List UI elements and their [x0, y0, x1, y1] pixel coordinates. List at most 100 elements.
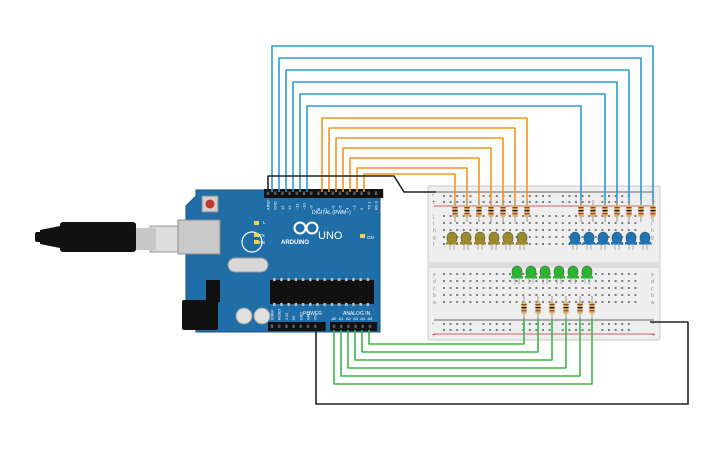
breadboard-hole: [502, 323, 505, 325]
breadboard-hole: [621, 195, 624, 197]
breadboard-hole: [462, 215, 465, 217]
resistor-band: [638, 213, 644, 215]
breadboard-hole: [581, 301, 584, 303]
breadboard-hole: [627, 323, 630, 325]
breadboard-hole: [456, 323, 459, 325]
breadboard-hole: [489, 329, 492, 331]
led-rim: [460, 242, 472, 245]
breadboard-hole: [568, 222, 571, 224]
breadboard-hole: [621, 294, 624, 296]
breadboard-hole: [588, 323, 591, 325]
chip-pin: [280, 303, 283, 306]
breadboard-hole: [476, 301, 478, 303]
breadboard-hole: [555, 280, 558, 282]
breadboard-hole: [489, 229, 492, 231]
power-pin-label: RESET: [278, 307, 282, 320]
digital-pin-label: ~9: [309, 205, 314, 210]
breadboard-hole: [495, 273, 498, 275]
breadboard-hole: [502, 287, 505, 289]
resistor-band: [476, 213, 482, 215]
breadboard-hole: [449, 329, 452, 331]
breadboard-hole: [548, 215, 551, 217]
breadboard-hole: [528, 195, 531, 197]
resistor-band: [602, 213, 608, 215]
orange-wire: [342, 147, 492, 205]
breadboard-hole: [601, 229, 604, 231]
row-letter: h: [433, 228, 436, 234]
breadboard-hole: [575, 301, 577, 303]
chip-pin: [294, 303, 298, 306]
row-letter: e: [433, 272, 436, 278]
breadboard-hole: [449, 201, 452, 203]
breadboard-hole: [495, 195, 498, 197]
breadboard-hole: [502, 229, 505, 231]
breadboard-hole: [535, 287, 538, 289]
digital-pin-socket: [367, 191, 371, 195]
breadboard-hole: [575, 215, 577, 217]
digital-pin-socket: [273, 191, 277, 195]
resistor-band: [602, 207, 608, 209]
breadboard-hole: [608, 222, 610, 224]
breadboard-hole: [489, 287, 492, 289]
breadboard-hole: [482, 229, 485, 231]
digital-pin-label: ~11: [294, 203, 299, 210]
breadboard-hole: [509, 323, 511, 325]
resistor-band: [578, 207, 584, 209]
breadboard-hole: [443, 215, 445, 217]
breadboard-hole: [482, 215, 485, 217]
breadboard-hole: [561, 201, 564, 203]
resistor-band: [521, 307, 527, 309]
chip-pin: [316, 278, 319, 281]
blue-wire: [285, 69, 630, 205]
chip-pin: [337, 303, 341, 306]
breadboard-hole: [482, 201, 485, 203]
breadboard-hole: [535, 280, 538, 282]
breadboard-hole: [608, 201, 610, 203]
breadboard-hole: [495, 222, 498, 224]
breadboard-hole: [542, 294, 544, 296]
breadboard-hole: [621, 229, 624, 231]
breadboard-hole: [489, 323, 492, 325]
resistor-band: [626, 210, 632, 212]
digital-pin-socket: [302, 191, 306, 195]
resistor-band: [524, 210, 530, 212]
power-pin-socket: [285, 324, 288, 328]
breadboard-hole: [509, 222, 511, 224]
digital-pin-socket: [374, 191, 378, 195]
breadboard-hole: [462, 280, 465, 282]
breadboard-hole: [575, 287, 577, 289]
power-pin-label: IOREF: [271, 309, 275, 320]
breadboard-hole: [588, 201, 591, 203]
rail-sign: -: [432, 321, 434, 327]
breadboard-hole: [548, 287, 551, 289]
breadboard-hole: [542, 195, 544, 197]
breadboard-hole: [627, 273, 630, 275]
resistor-band: [626, 213, 632, 215]
breadboard-hole: [509, 229, 511, 231]
led-rim: [583, 242, 595, 245]
resistor-band: [452, 213, 458, 215]
breadboard-hole: [614, 287, 617, 289]
breadboard-hole: [522, 215, 525, 217]
digital-pin-socket: [288, 191, 291, 195]
breadboard-hole: [528, 301, 531, 303]
breadboard-hole: [555, 243, 558, 245]
led-rim: [525, 276, 537, 279]
digital-pin-socket: [331, 191, 335, 195]
digital-pin-label: ~5: [338, 205, 343, 210]
breadboard-hole: [555, 294, 558, 296]
resistor-band: [638, 207, 644, 209]
breadboard-hole: [594, 273, 597, 275]
breadboard-hole: [449, 222, 452, 224]
led-rim: [502, 242, 514, 245]
breadboard-hole: [456, 195, 459, 197]
chip-pin: [323, 303, 326, 306]
breadboard-hole: [575, 294, 577, 296]
resistor-band: [577, 310, 583, 312]
breadboard-hole: [575, 229, 577, 231]
power-pin-label: 3.3V: [285, 312, 289, 320]
breadboard-hole: [443, 329, 445, 331]
breadboard-hole: [594, 287, 597, 289]
